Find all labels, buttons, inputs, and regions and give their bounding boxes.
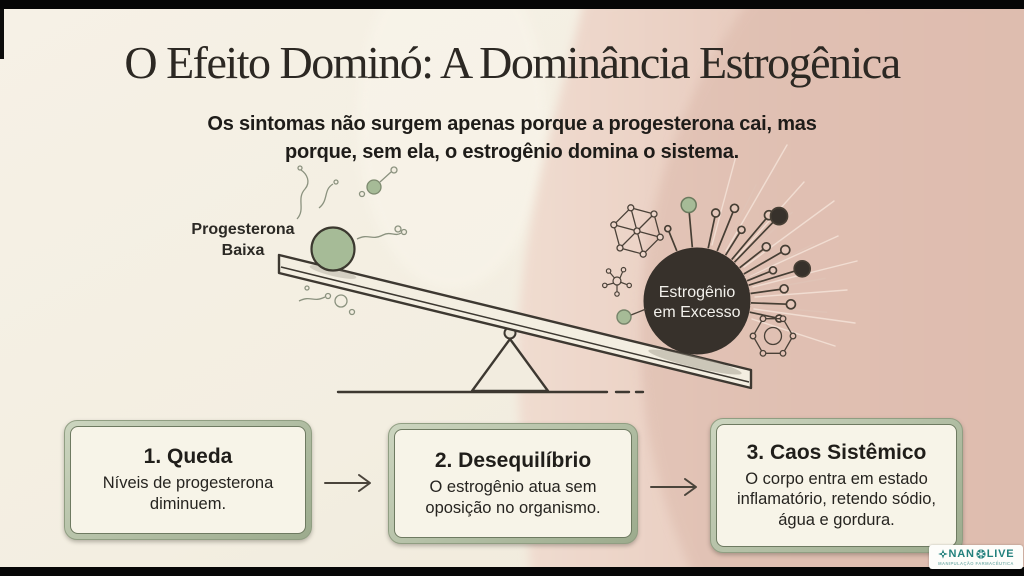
- arrow-right-icon: [324, 474, 371, 492]
- nanolive-wordmark: NAN LIVE: [937, 548, 1015, 560]
- estrogen-pins: [663, 203, 812, 323]
- molecule-small-icon: [601, 266, 633, 297]
- green-pin-dot: [680, 196, 697, 214]
- nanolive-logo: NAN LIVE MANIPULAÇÃO FARMACÊUTICA: [929, 545, 1023, 569]
- compass-star-icon: [937, 549, 948, 559]
- arrow-right-icon: [650, 478, 697, 496]
- brand-suffix: LIVE: [986, 548, 1015, 560]
- step-title: 2. Desequilíbrio: [434, 448, 592, 472]
- step-body: O estrogênio atua sem oposição no organi…: [425, 477, 601, 517]
- estrogen-label: Estrogênio em Excesso: [653, 284, 741, 321]
- step-box-desequilibrio: 2. Desequilíbrio O estrogênio atua sem o…: [388, 423, 638, 544]
- molecule-ring-icon: [749, 315, 797, 357]
- progesterone-label: Progesterona Baixa: [191, 221, 295, 259]
- progesterone-decorations: [296, 165, 408, 316]
- letterbox-bottom: [0, 567, 1024, 576]
- letterbox-left-sliver: [0, 9, 4, 59]
- estrogen-ball: [643, 247, 751, 355]
- step-body: Níveis de progesterona diminuem.: [102, 474, 274, 513]
- green-side-dot: [616, 308, 647, 325]
- letterbox-top: [0, 0, 1024, 9]
- spoke-o-icon: [976, 549, 986, 559]
- step-body: O corpo entra em estado inflamatório, re…: [736, 469, 937, 529]
- progesterone-ball: [310, 179, 382, 272]
- step-title: 1. Queda: [143, 445, 233, 469]
- logo-tagline: MANIPULAÇÃO FARMACÊUTICA: [938, 561, 1014, 566]
- slide-title: O Efeito Dominó: A Dominância Estrogênic…: [124, 37, 901, 88]
- brand-prefix: NAN: [948, 548, 975, 560]
- step-box-queda: 1. Queda Níveis de progesterona diminuem…: [64, 420, 312, 540]
- step-box-caos: 3. Caos Sistêmico O corpo entra em estad…: [710, 418, 963, 553]
- slide-subtitle: Os sintomas não surgem apenas porque a p…: [207, 113, 817, 163]
- light-rays: [711, 144, 858, 347]
- molecule-hex-icon: [610, 204, 664, 258]
- step-title: 3. Caos Sistêmico: [746, 440, 927, 464]
- seesaw-plank: [277, 253, 753, 390]
